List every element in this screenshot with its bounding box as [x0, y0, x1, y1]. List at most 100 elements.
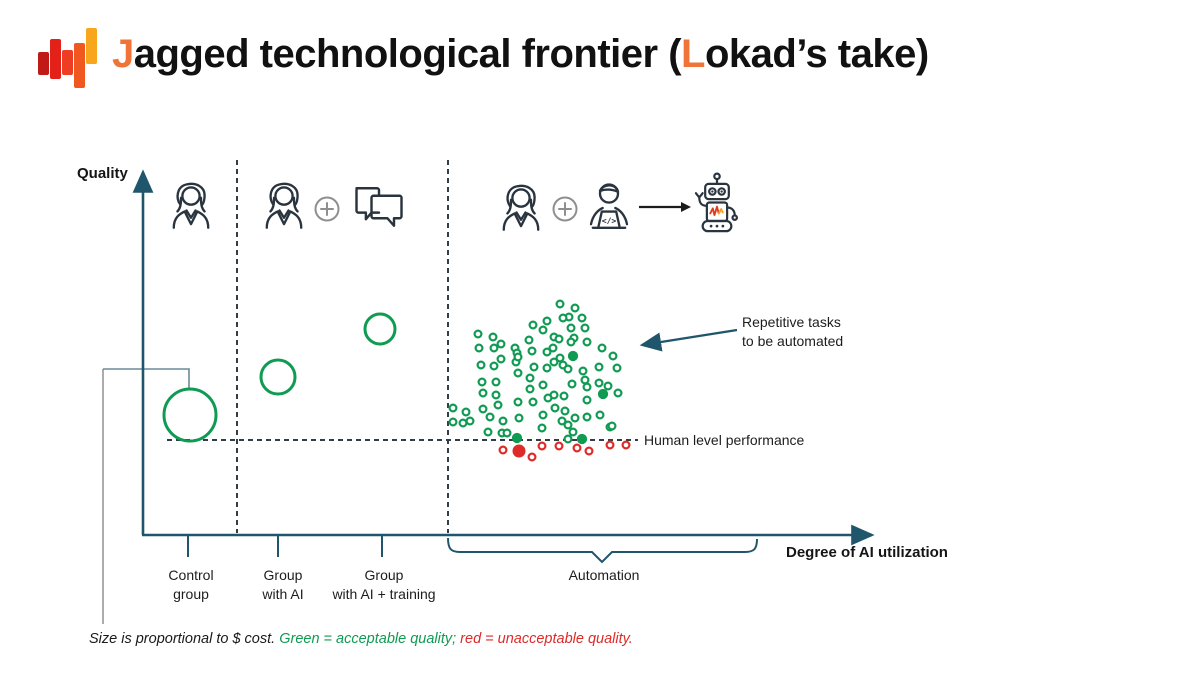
cost-callout-line — [103, 368, 190, 390]
woman-icon — [502, 184, 540, 231]
scatter-dot-green — [478, 404, 488, 414]
scatter-dot-green — [594, 378, 604, 388]
scatter-dot-green-filled — [597, 388, 609, 400]
scatter-dot-green — [489, 343, 499, 353]
reference-lines-layer — [167, 160, 638, 533]
title-accent-l: L — [681, 32, 705, 76]
group-bubble — [259, 358, 297, 396]
scatter-dot-green — [542, 316, 552, 326]
group-bubble — [162, 387, 218, 443]
scatter-dot-green — [448, 403, 458, 413]
scatter-dot-green — [514, 413, 524, 423]
robot-icon — [694, 172, 739, 233]
scatter-dot-green — [570, 413, 580, 423]
scatter-dot-green-filled — [576, 433, 588, 445]
chat-bubbles-icon — [355, 187, 403, 227]
developer-icon: </> — [589, 183, 629, 229]
scatter-dot-green — [548, 343, 558, 353]
scatter-dot-green — [559, 391, 569, 401]
scatter-dot-green — [465, 416, 475, 426]
scatter-dot-green — [513, 352, 523, 362]
scatter-dot-green — [582, 412, 592, 422]
title-end: okad’s take) — [704, 32, 929, 76]
scatter-dot-green — [476, 360, 486, 370]
scatter-dot-green — [613, 388, 623, 398]
group-label-ai-training-line2: with AI + training — [332, 586, 436, 602]
scatter-dot-green — [474, 343, 484, 353]
scatter-layer — [162, 299, 631, 462]
scatter-dot-green — [597, 343, 607, 353]
scatter-dot-green — [525, 373, 535, 383]
footnote-green: Green = acceptable quality; — [279, 631, 457, 647]
woman-icon — [265, 182, 303, 229]
scatter-dot-red — [537, 441, 547, 451]
scatter-dot-green — [580, 375, 590, 385]
scatter-dot-red — [554, 441, 564, 451]
scatter-dot-green — [568, 427, 578, 437]
scatter-dot-green — [483, 427, 493, 437]
scatter-dot-green — [582, 395, 592, 405]
scatter-dot-green — [612, 363, 622, 373]
scatter-dot-green — [461, 407, 471, 417]
scatter-dot-green — [524, 335, 534, 345]
scatter-dot-green — [527, 346, 537, 356]
scatter-dot-green — [538, 380, 548, 390]
scatter-dot-green — [594, 362, 604, 372]
scatter-dot-green — [529, 362, 539, 372]
scatter-dot-green — [595, 410, 605, 420]
scatter-dot-green — [608, 351, 618, 361]
scatter-dot-green — [582, 382, 592, 392]
plus-icon — [314, 196, 340, 222]
repetitive-tasks-line1: Repetitive tasks — [742, 314, 841, 330]
scatter-dot-green — [473, 329, 483, 339]
scatter-dot-green — [448, 417, 458, 427]
scatter-dot-green — [493, 400, 503, 410]
scatter-dot-green — [485, 412, 495, 422]
group-label-with-ai-line1: Group — [263, 567, 303, 583]
arrow-right-icon — [639, 202, 691, 212]
automation-brace — [447, 537, 758, 564]
scatter-dot-green — [582, 337, 592, 347]
title-accent-j: J — [112, 32, 134, 76]
scatter-dot-red — [605, 440, 615, 450]
scatter-dot-green — [542, 347, 552, 357]
scatter-dot-green — [513, 368, 523, 378]
scatter-dot-red — [584, 446, 594, 456]
scatter-dot-green — [555, 353, 565, 363]
scatter-dot-green — [537, 423, 547, 433]
group-label-control-line2: group — [173, 586, 209, 602]
scatter-dot-green — [554, 334, 564, 344]
scatter-dot-green — [538, 325, 548, 335]
annotation-arrow — [639, 328, 738, 352]
scatter-dot-green — [555, 299, 565, 309]
scatter-dot-green — [478, 388, 488, 398]
scatter-dot-green — [538, 410, 548, 420]
group-label-with-ai-line2: with AI — [262, 586, 304, 602]
scatter-dot-green — [498, 416, 508, 426]
scatter-dot-green — [563, 364, 573, 374]
scatter-dot-green — [566, 323, 576, 333]
page-title: Jagged technological frontier (Lokad’s t… — [112, 32, 929, 77]
group-label-control: Control group — [168, 566, 213, 604]
scatter-dot-green — [607, 421, 617, 431]
scatter-dot-green — [549, 357, 559, 367]
scatter-dot-green — [580, 323, 590, 333]
scatter-dot-green — [560, 406, 570, 416]
scatter-dot-green — [496, 339, 506, 349]
y-axis-label: Quality — [77, 165, 128, 182]
scatter-dot-green — [502, 428, 512, 438]
scatter-dot-green-filled — [511, 432, 523, 444]
scatter-dot-green-filled — [567, 350, 579, 362]
scatter-dot-green — [578, 366, 588, 376]
svg-text:</>: </> — [602, 215, 617, 225]
scatter-dot-green — [477, 377, 487, 387]
scatter-dot-green — [528, 397, 538, 407]
footnote-size: Size is proportional to $ cost. — [89, 631, 280, 647]
scatter-dot-green — [488, 332, 498, 342]
scatter-dot-red — [621, 440, 631, 450]
scatter-dot-green — [563, 434, 573, 444]
scatter-dot-green — [525, 384, 535, 394]
scatter-dot-green — [549, 390, 559, 400]
scatter-dot-green — [567, 379, 577, 389]
